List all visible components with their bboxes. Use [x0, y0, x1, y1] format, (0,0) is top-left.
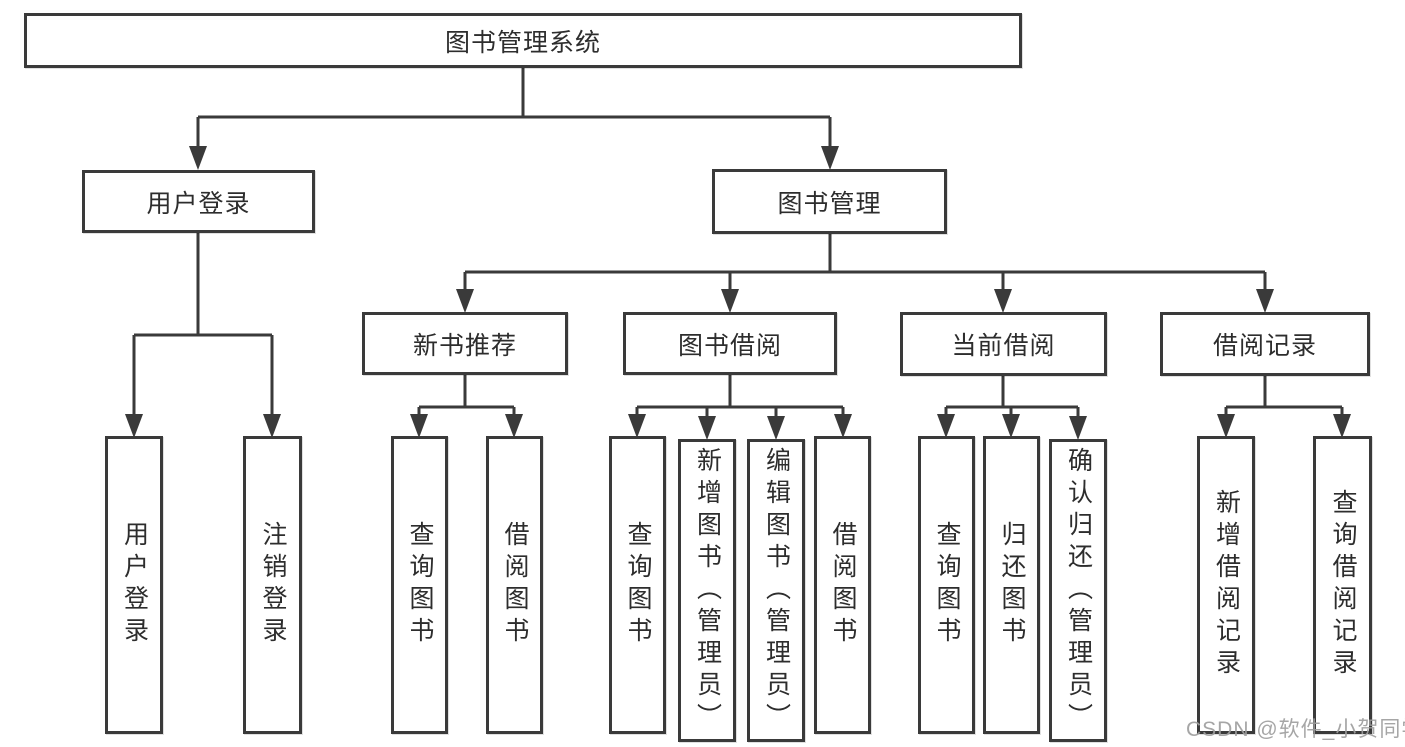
- leaf-borrow-book: 借阅图书: [814, 436, 871, 734]
- leaf-label: 新增图书（管理员）: [693, 446, 722, 735]
- leaf-user-login: 用户登录: [105, 436, 163, 734]
- node-root: 图书管理系统: [24, 13, 1022, 68]
- leaf-label: 编辑图书（管理员）: [762, 446, 791, 735]
- node-user-login: 用户登录: [82, 170, 315, 233]
- leaf-current-query: 查询图书: [918, 436, 975, 734]
- connector-new-books: [417, 375, 516, 418]
- node-new-books: 新书推荐: [362, 312, 568, 375]
- node-book-mgmt: 图书管理: [712, 169, 947, 234]
- leaf-label: 借阅图书: [501, 521, 529, 649]
- node-label: 新书推荐: [412, 331, 517, 360]
- node-label: 借阅记录: [1212, 332, 1317, 360]
- leaf-logout: 注销登录: [243, 436, 302, 734]
- node-label: 用户登录: [146, 189, 251, 218]
- leaf-label: 查询借阅记录: [1329, 489, 1357, 681]
- leaf-label: 借阅图书: [829, 521, 857, 649]
- leaf-label: 确认归还（管理员）: [1064, 446, 1093, 735]
- leaf-label: 归还图书: [998, 521, 1026, 649]
- node-borrow: 图书借阅: [623, 312, 837, 375]
- node-root-label: 图书管理系统: [444, 28, 601, 57]
- leaf-label: 查询图书: [933, 521, 961, 649]
- connector-user-login: [132, 233, 274, 418]
- leaf-newbooks-query: 查询图书: [391, 436, 448, 734]
- leaf-records-query: 查询借阅记录: [1313, 436, 1372, 734]
- leaf-records-add: 新增借阅记录: [1197, 436, 1255, 734]
- leaf-label: 注销登录: [259, 521, 287, 649]
- connector-borrow: [635, 375, 845, 418]
- connector-root: [196, 68, 832, 150]
- leaf-label: 新增借阅记录: [1212, 489, 1241, 681]
- leaf-current-confirm-admin: 确认归还（管理员）: [1049, 439, 1107, 742]
- leaf-borrow-query: 查询图书: [609, 436, 666, 734]
- leaf-label: 查询图书: [406, 521, 434, 649]
- leaf-borrow-add-admin: 新增图书（管理员）: [678, 439, 736, 742]
- leaf-label: 查询图书: [624, 521, 652, 649]
- leaf-label: 用户登录: [120, 521, 149, 649]
- node-current-borrow: 当前借阅: [900, 312, 1107, 376]
- node-borrow-records: 借阅记录: [1160, 312, 1370, 376]
- connector-records: [1224, 376, 1344, 418]
- connector-current: [944, 376, 1080, 418]
- leaf-current-return: 归还图书: [983, 436, 1040, 734]
- connector-book-mgmt: [463, 234, 1267, 293]
- node-label: 图书管理: [777, 189, 882, 218]
- watermark-text: CSDN @软件_小贺同学: [1186, 718, 1405, 741]
- leaf-borrow-edit-admin: 编辑图书（管理员）: [747, 439, 805, 742]
- node-label: 图书借阅: [677, 331, 782, 360]
- arrowheads: [125, 146, 1351, 440]
- node-label: 当前借阅: [951, 332, 1056, 360]
- leaf-newbooks-borrow: 借阅图书: [486, 436, 543, 734]
